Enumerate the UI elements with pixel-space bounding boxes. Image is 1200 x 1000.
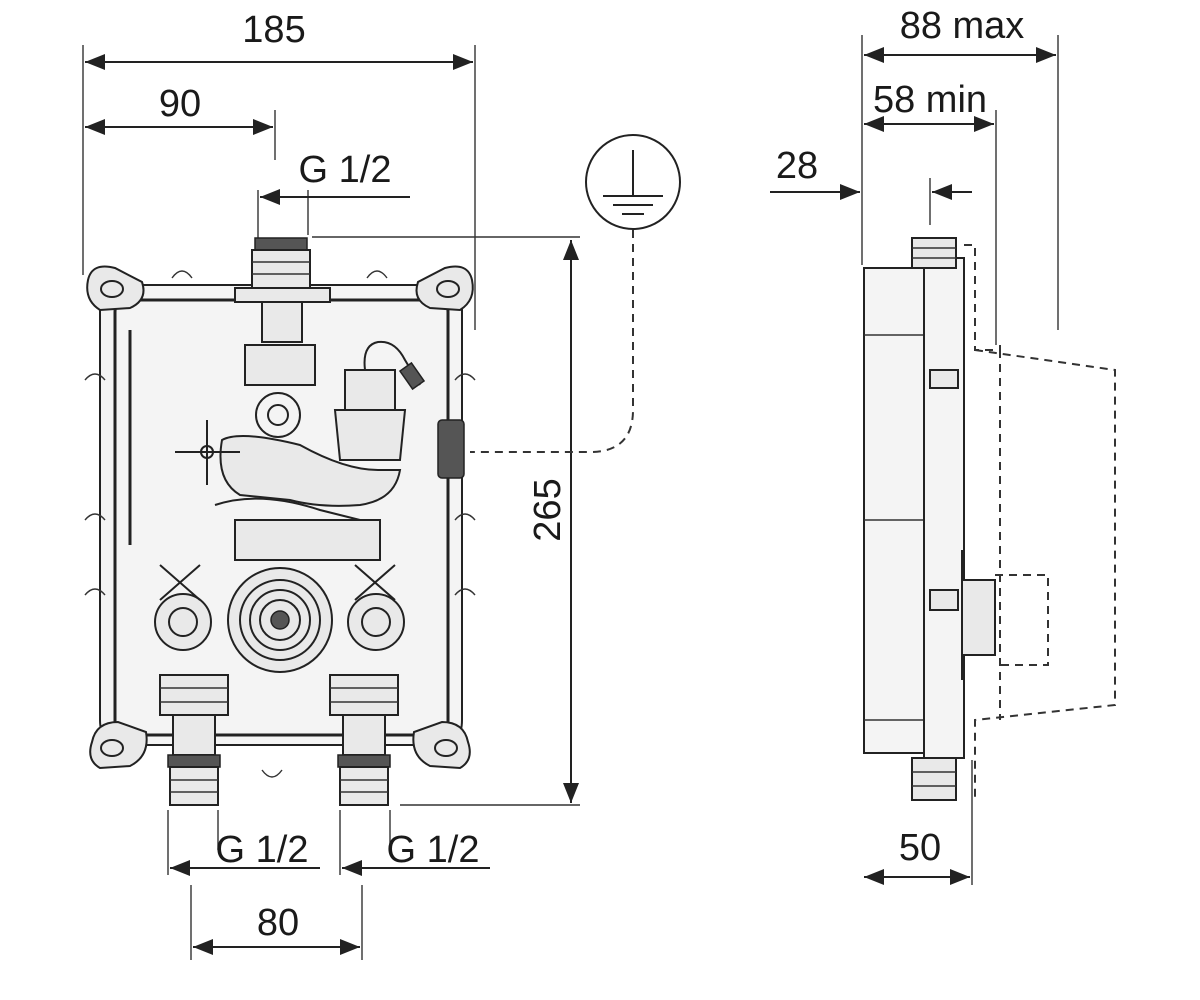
ground-symbol-icon (470, 134, 681, 453)
bottom-connection-left (159, 674, 229, 806)
label-width-half: 90 (159, 83, 201, 125)
label-height: 265 (527, 478, 569, 541)
bottom-connection-right (329, 674, 399, 806)
dimension-thread-top: G 1/2 (257, 149, 410, 250)
dimension-base-depth: 50 (864, 760, 973, 885)
dimension-height: 265 (312, 236, 580, 806)
shutoff-valve-left (154, 564, 212, 651)
central-filter (227, 567, 333, 673)
label-spacing-bottom: 80 (257, 902, 299, 944)
corner-lug-top-right (415, 265, 474, 312)
dimension-spacing-bottom: 80 (190, 885, 363, 960)
shutoff-valve-right (347, 564, 405, 651)
dimension-thread-bottom-right: G 1/2 (339, 810, 490, 876)
top-connection (234, 237, 331, 438)
corner-lug-bottom-left (89, 720, 148, 770)
label-thread-top: G 1/2 (299, 149, 392, 191)
label-depth-min: 58 min (873, 79, 987, 121)
label-offset: 28 (776, 145, 818, 187)
label-thread-bottom-right: G 1/2 (387, 829, 480, 871)
label-thread-bottom-left: G 1/2 (216, 829, 309, 871)
mixing-body (175, 420, 402, 561)
side-view-cover-outline (964, 244, 1116, 800)
dimension-thread-bottom-left: G 1/2 (167, 810, 320, 876)
dimension-width-half: 90 (85, 83, 276, 160)
label-depth-max: 88 max (900, 5, 1025, 47)
dimension-depth-max: 88 max (861, 5, 1059, 330)
corner-lug-bottom-right (412, 720, 471, 770)
side-view-housing (863, 237, 996, 801)
corner-lug-top-left (86, 265, 145, 312)
label-base-depth: 50 (899, 827, 941, 869)
dimension-width-total: 185 (82, 9, 476, 330)
electrical-socket (437, 419, 465, 479)
dimension-offset: 28 (770, 145, 972, 225)
front-view-housing (84, 237, 476, 806)
solenoid-valve (333, 340, 426, 461)
dimension-depth-min: 58 min (864, 79, 997, 345)
label-width-total: 185 (242, 9, 305, 51)
side-clips (84, 270, 476, 778)
